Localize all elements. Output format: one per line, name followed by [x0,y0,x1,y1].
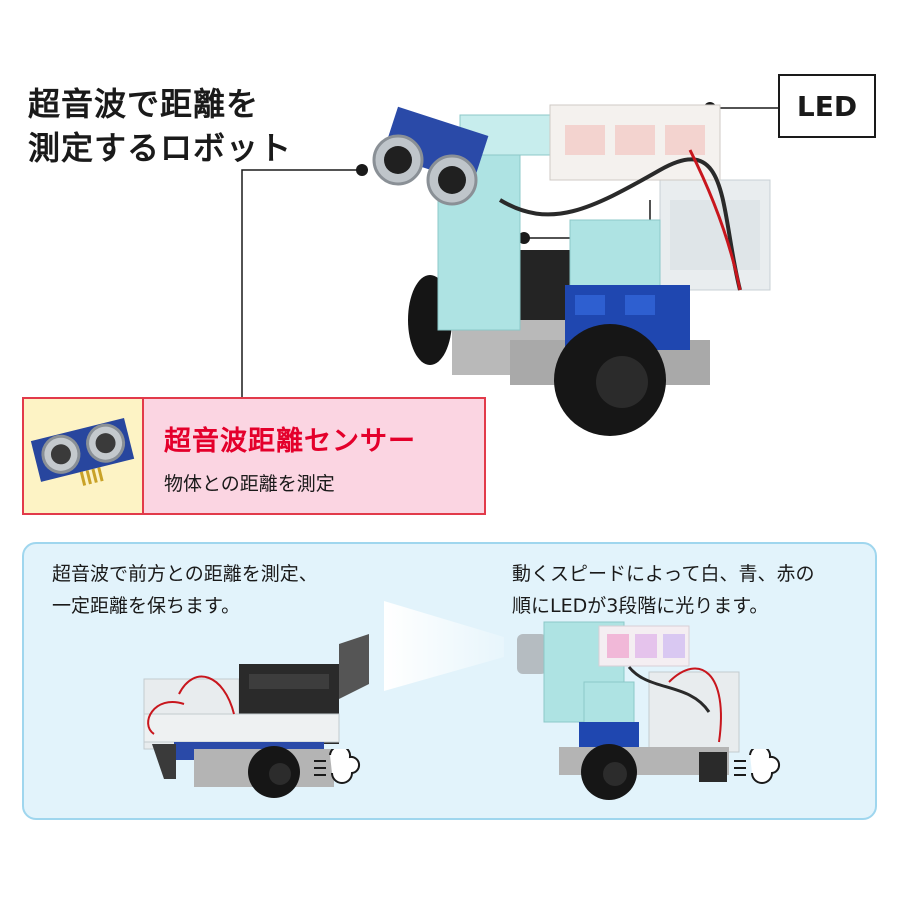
page-title: 超音波で距離を 測定するロボット [28,82,292,170]
led-block-lens-3 [665,125,705,155]
robot-left-illustration [143,634,369,798]
sensor-description: 物体との距離を測定 [164,473,335,495]
panel-left-line-2: 一定距離を保ちます。 [52,595,241,617]
light-blue-front-block [569,219,661,291]
internal-leader-dot [518,232,530,244]
sensor-title: 超音波距離センサー [164,426,416,457]
led-block-lens-1 [565,125,605,155]
robot-wires [498,157,742,291]
behavior-panel: 超音波で前方との距離を測定、 一定距離を保ちます。 動くスピードによって白、青、… [22,542,877,820]
panel-left-text: 超音波で前方との距離を測定、 一定距離を保ちます。 [52,558,318,622]
led-block-lens-2 [615,125,655,155]
robot-right-illustration [517,621,740,800]
dark-blue-block-highlight-2 [625,295,655,315]
ultrasonic-sensor-module-icon [30,417,135,486]
robot-main-illustration [372,104,771,436]
panel-right-line-1: 動くスピードによって白、青、赤の [512,563,815,585]
sensor-leader-dot [356,164,368,176]
title-line-2: 測定するロボット [28,129,293,167]
sensor-card: 超音波距離センサー 物体との距離を測定 [22,397,486,515]
led-callout-label: LED [796,89,858,123]
dark-blue-block-highlight [575,295,605,315]
clear-box-inner [670,200,760,270]
ultrasonic-transducers [372,134,478,206]
motion-puff-right [734,749,781,784]
panel-right-text: 動くスピードによって白、青、赤の 順にLEDが3段階に光ります。 [512,558,814,622]
sensor-leader-line [241,169,362,398]
panel-right-line-2: 順にLEDが3段階に光ります。 [512,595,769,617]
led-callout: LED [778,74,876,138]
sensor-image-area [24,399,144,513]
motion-puff-left [314,749,361,784]
robot-wires-red [688,149,742,291]
panel-left-line-1: 超音波で前方との距離を測定、 [52,563,318,585]
ultrasonic-beam [384,601,504,691]
front-wheel-hub [596,356,648,408]
title-line-1: 超音波で距離を [28,85,260,123]
